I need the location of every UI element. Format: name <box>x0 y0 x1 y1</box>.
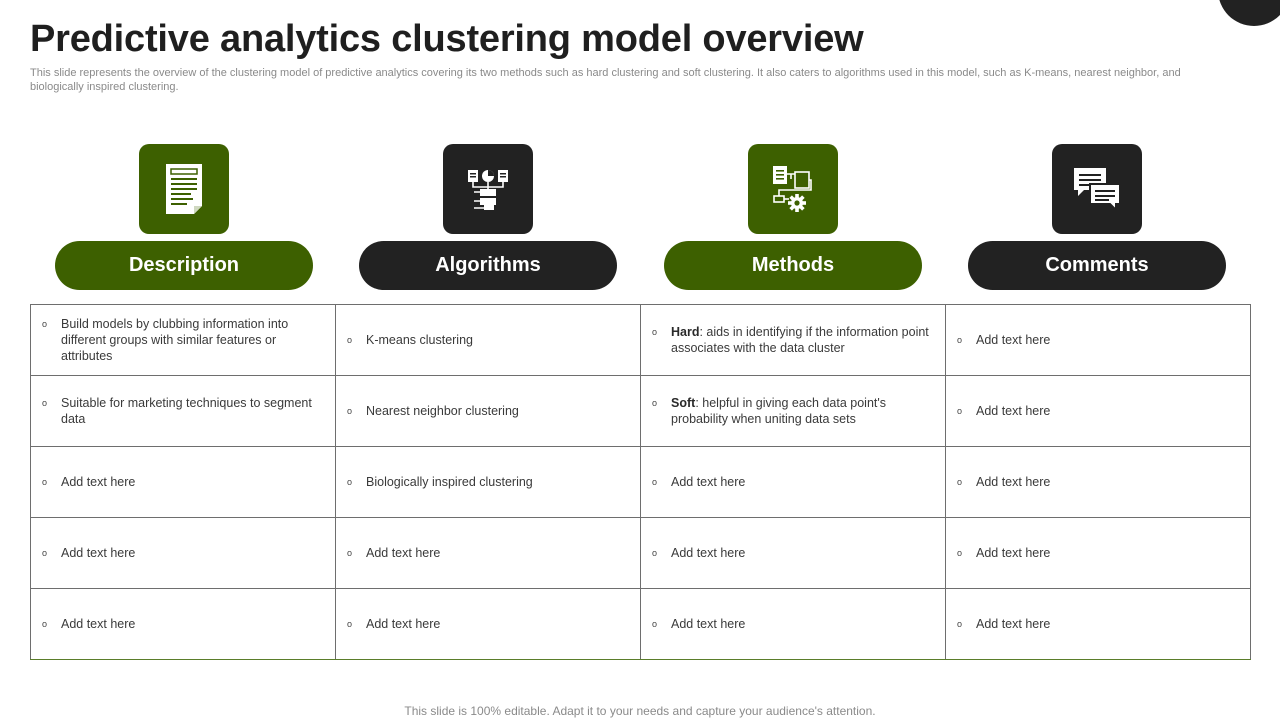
bullet-icon: o <box>957 619 963 629</box>
table-cell: o Suitable for marketing techniques to se… <box>30 375 336 447</box>
bullet-icon: o <box>42 398 48 408</box>
cell-text: Nearest neighbor clustering <box>366 404 519 418</box>
column-header-description: Description <box>55 144 313 292</box>
algorithms-pill: Algorithms <box>359 241 617 290</box>
cell-text: K-means clustering <box>366 333 473 347</box>
cell-text: Add text here <box>61 546 136 560</box>
cell-text: Add text here <box>671 546 746 560</box>
workflow-gear-icon-box <box>748 144 838 234</box>
table-row: o Add text here o Add text here o Add text … <box>30 588 1251 660</box>
table-cell: o Add text here <box>335 517 641 589</box>
table-row: o Add text here o Biologically inspired cl… <box>30 446 1251 518</box>
cell-text: Add text here <box>366 617 441 631</box>
page-title: Predictive analytics clustering model ov… <box>30 18 864 60</box>
description-pill: Description <box>55 241 313 290</box>
method-name: Hard <box>671 325 700 339</box>
column-header-algorithms: Algorithms <box>359 144 617 292</box>
cell-text: Suitable for marketing techniques to seg… <box>61 396 312 426</box>
cell-text: Add text here <box>976 475 1051 489</box>
bullet-icon: o <box>957 335 963 345</box>
bullet-icon: o <box>957 548 963 558</box>
bullet-icon: o <box>347 406 353 416</box>
cell-text: Build models by clubbing information int… <box>61 317 289 363</box>
cell-text: Add text here <box>976 617 1051 631</box>
table-cell: o Add text here <box>640 517 946 589</box>
bullet-icon: o <box>42 619 48 629</box>
cell-text: Add text here <box>671 617 746 631</box>
bullet-icon: o <box>347 619 353 629</box>
footer-note: This slide is 100% editable. Adapt it to… <box>404 704 876 718</box>
bullet-icon: o <box>957 406 963 416</box>
bullet-icon: o <box>347 335 353 345</box>
table-cell: o Add text here <box>945 446 1251 518</box>
column-header-comments: Comments <box>968 144 1226 292</box>
bullet-icon: o <box>652 548 658 558</box>
bullet-icon: o <box>42 477 48 487</box>
bullet-icon: o <box>347 477 353 487</box>
cell-text: : aids in identifying if the information… <box>671 325 929 355</box>
cell-text: Add text here <box>61 617 136 631</box>
bullet-icon: o <box>347 548 353 558</box>
cell-text: Add text here <box>976 404 1051 418</box>
table-row: o Suitable for marketing techniques to se… <box>30 375 1251 447</box>
workflow-gear-icon <box>773 166 812 212</box>
table-row: o Add text here o Add text here o Add text … <box>30 517 1251 589</box>
corner-decoration <box>1218 0 1280 26</box>
table-cell: o Add text here <box>640 446 946 518</box>
cell-text: Add text here <box>976 546 1051 560</box>
table-cell: o Add text here <box>30 517 336 589</box>
methods-pill: Methods <box>664 241 922 290</box>
table-cell: o Add text here <box>640 588 946 660</box>
bullet-icon: o <box>652 619 658 629</box>
table-cell: o Add text here <box>945 517 1251 589</box>
hierarchy-chart-icon <box>468 170 508 210</box>
cell-text: Add text here <box>976 333 1051 347</box>
table-cell: o Add text here <box>30 588 336 660</box>
document-icon <box>166 164 202 214</box>
table-cell: o Add text here <box>945 375 1251 447</box>
table-cell: o Add text here <box>945 304 1251 376</box>
table-cell: o Add text here <box>945 588 1251 660</box>
overview-table: o Build models by clubbing information in… <box>30 304 1251 660</box>
hierarchy-chart-icon-box <box>443 144 533 234</box>
cell-text: Biologically inspired clustering <box>366 475 533 489</box>
cell-text: Add text here <box>366 546 441 560</box>
chat-bubbles-icon <box>1074 168 1121 212</box>
cell-text: : helpful in giving each data point's pr… <box>671 396 887 426</box>
bullet-icon: o <box>652 398 658 408</box>
cell-text: Add text here <box>61 475 136 489</box>
bullet-icon: o <box>42 548 48 558</box>
table-cell: o Add text here <box>335 588 641 660</box>
column-header-methods: Methods <box>664 144 922 292</box>
cell-text: Add text here <box>671 475 746 489</box>
table-cell: o Soft: helpful in giving each data point… <box>640 375 946 447</box>
bullet-icon: o <box>957 477 963 487</box>
chat-bubbles-icon-box <box>1052 144 1142 234</box>
table-cell: o K-means clustering <box>335 304 641 376</box>
bullet-icon: o <box>652 327 658 337</box>
bullet-icon: o <box>42 319 48 329</box>
bullet-icon: o <box>652 477 658 487</box>
method-name: Soft <box>671 396 696 410</box>
table-cell: o Nearest neighbor clustering <box>335 375 641 447</box>
table-cell: o Hard: aids in identifying if the inform… <box>640 304 946 376</box>
table-row: o Build models by clubbing information in… <box>30 304 1251 376</box>
table-cell: o Biologically inspired clustering <box>335 446 641 518</box>
table-cell: o Build models by clubbing information in… <box>30 304 336 376</box>
table-cell: o Add text here <box>30 446 336 518</box>
comments-pill: Comments <box>968 241 1226 290</box>
page-subtitle: This slide represents the overview of th… <box>30 67 1181 93</box>
document-icon-box <box>139 144 229 234</box>
